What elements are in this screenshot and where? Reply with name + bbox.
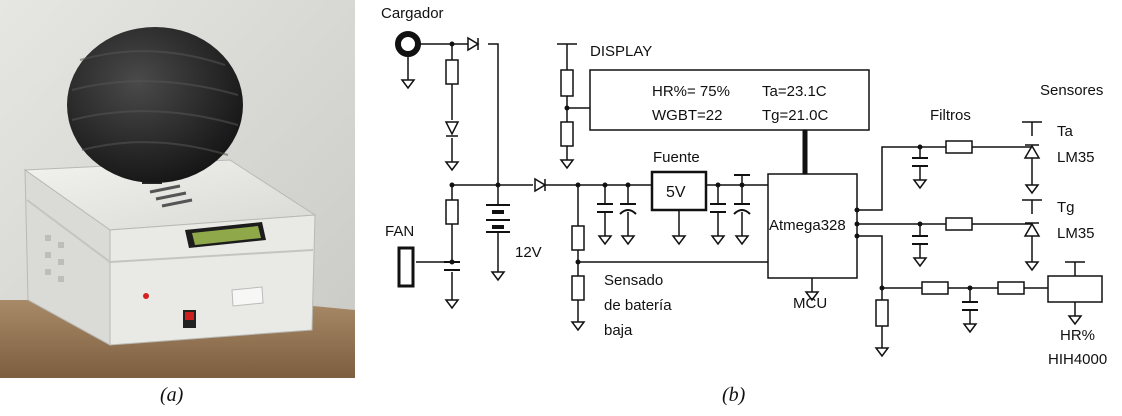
side-vents <box>45 235 64 282</box>
device-label-sticker <box>231 286 264 307</box>
indicator-led <box>444 121 460 136</box>
caption-b: (b) <box>722 384 746 406</box>
label-sensor-ta-part: LM35 <box>1057 149 1095 166</box>
circuit-schematic: Cargador DISPLAY HR%= 75% Ta=23.1C WGBT=… <box>365 0 1122 378</box>
label-sensor-hr-part: HIH4000 <box>1048 351 1107 368</box>
device-photo-drawing <box>0 0 355 378</box>
regulator-box <box>650 170 708 212</box>
filter-resistor-ta <box>945 140 973 154</box>
label-display: DISPLAY <box>590 43 652 60</box>
filter-resistor-hr-1 <box>921 281 949 295</box>
label-sensor-tg: Tg <box>1057 199 1075 216</box>
display-resistor-top <box>560 69 574 97</box>
label-sensor-tg-part: LM35 <box>1057 225 1095 242</box>
label-mcu-chip: Atmega328 <box>769 217 846 234</box>
label-battery-sense-1: Sensado <box>604 272 663 289</box>
schematic-drawing: Cargador DISPLAY HR%= 75% Ta=23.1C WGBT=… <box>381 5 1107 368</box>
label-sensor-ta: Ta <box>1057 123 1074 140</box>
label-regulator: 5V <box>666 184 686 201</box>
mcu-box <box>767 173 858 279</box>
led-resistor <box>445 59 459 85</box>
lcd-text-ta: Ta=23.1C <box>762 83 827 100</box>
junction-dots <box>449 41 973 291</box>
sense-resistor-bottom <box>571 275 585 301</box>
label-charger: Cargador <box>381 5 444 22</box>
charger-diode <box>467 36 480 52</box>
label-battery-sense-2: de batería <box>604 297 672 314</box>
caption-a: (a) <box>160 384 184 406</box>
filter-resistor-tg <box>945 217 973 231</box>
lcd-text-wgbt: WGBT=22 <box>652 107 722 124</box>
ground-symbols <box>400 79 1083 358</box>
rail-diode <box>534 177 547 193</box>
hr-pulldown-resistor <box>875 299 889 327</box>
lcd-display-box <box>589 69 870 131</box>
charger-jack <box>395 31 421 57</box>
capacitors <box>444 157 978 311</box>
device-photo <box>0 0 355 378</box>
label-fan: FAN <box>385 223 414 240</box>
filter-resistor-hr-2 <box>997 281 1025 295</box>
enclosure-front <box>109 214 316 346</box>
fan-resistor <box>445 199 459 225</box>
display-resistor-bottom <box>560 121 574 147</box>
black-globe-sensor <box>67 27 243 183</box>
top-slots <box>149 184 193 208</box>
label-filters: Filtros <box>930 107 971 124</box>
hr-sensor-box <box>1047 275 1103 303</box>
lcd-text-hr: HR%= 75% <box>652 83 730 100</box>
sense-resistor-top <box>571 225 585 251</box>
lcd-glass <box>192 226 261 245</box>
label-sensor-hr: HR% <box>1060 327 1095 344</box>
label-battery-sense-3: baja <box>604 322 633 339</box>
fan-component <box>397 246 415 288</box>
schematic-components <box>395 31 1103 327</box>
label-sensors: Sensores <box>1040 82 1103 99</box>
lcd-text-tg: Tg=21.0C <box>762 107 828 124</box>
lm35-symbols <box>1022 121 1085 263</box>
label-mcu: MCU <box>793 295 827 312</box>
label-power-supply: Fuente <box>653 149 700 166</box>
status-led <box>143 293 149 299</box>
battery-symbol <box>486 204 510 233</box>
label-battery: 12V <box>515 244 542 261</box>
